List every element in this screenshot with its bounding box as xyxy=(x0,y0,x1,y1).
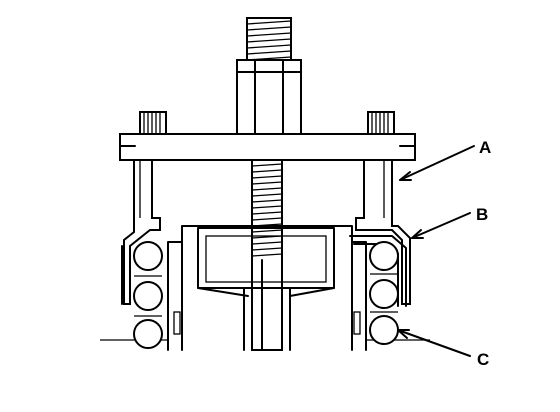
callout-c: C xyxy=(477,350,489,369)
cap-screw-right xyxy=(367,111,395,135)
cap-screw-left xyxy=(139,111,167,135)
puller-jaw-right xyxy=(355,159,411,305)
callout-a: A xyxy=(479,138,491,157)
threaded-shaft-top xyxy=(246,17,292,63)
leader-line-b xyxy=(411,212,471,239)
ball-bearings xyxy=(133,241,399,349)
callout-b: B xyxy=(476,205,488,224)
leader-line-c xyxy=(397,329,471,357)
hex-nut xyxy=(236,59,302,137)
hub-housing xyxy=(100,225,430,351)
crossbar xyxy=(119,133,416,161)
leader-line-a xyxy=(399,145,475,181)
threaded-shaft-lower xyxy=(251,159,283,351)
puller-jaw-left xyxy=(123,159,161,305)
